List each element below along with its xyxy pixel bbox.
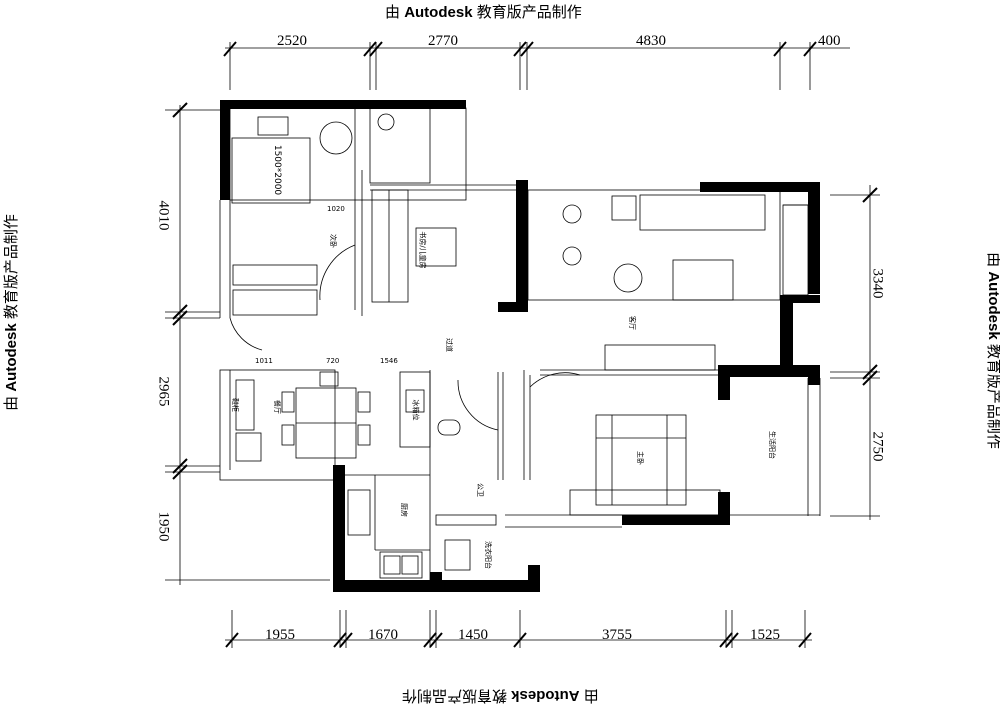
dim-inner-1011: 1011	[255, 357, 273, 365]
room-bathroom: 公卫	[476, 483, 484, 497]
dim-right-1: 3340	[869, 268, 886, 299]
room-living: 客厅	[628, 316, 636, 330]
dim-inner-1546: 1546	[380, 357, 398, 365]
watermark-right: 由 Autodesk 教育版产品制作	[984, 252, 1000, 449]
room-dining: 餐厅	[273, 400, 281, 414]
exterior-walls	[220, 100, 820, 592]
room-second-bedroom: 次卧	[329, 234, 337, 248]
fridge-note: 冰箱位	[411, 399, 420, 421]
room-master: 主卧	[636, 451, 644, 465]
dimension-lines	[165, 41, 880, 648]
dim-inner-720: 720	[326, 357, 340, 365]
dim-top-4: 400	[818, 33, 841, 49]
dim-top-2: 2770	[428, 33, 458, 49]
dim-left-3: 1950	[155, 511, 172, 542]
dim-left-2: 2965	[155, 376, 172, 407]
room-study: 书房/儿童房	[418, 231, 427, 269]
dim-bottom-4: 3755	[602, 627, 632, 643]
watermark-top: 由 Autodesk 教育版产品制作	[385, 4, 582, 21]
room-laundry: 洗衣阳台	[484, 541, 492, 569]
dim-bottom-2: 1670	[368, 627, 398, 643]
room-balcony: 生活阳台	[768, 431, 776, 459]
dim-right-2: 2750	[869, 431, 886, 462]
watermark-left: 由 Autodesk 教育版产品制作	[2, 214, 20, 411]
bed-size-label: 1500*2000	[272, 144, 283, 196]
dim-left-1: 4010	[155, 200, 172, 231]
dim-bottom-3: 1450	[458, 627, 488, 643]
dim-inner-1020: 1020	[327, 205, 345, 213]
shoe-cabinet-label: 鞋柜	[231, 398, 239, 412]
room-corridor: 过道	[445, 338, 453, 352]
room-kitchen: 厨房	[400, 503, 408, 517]
dim-top-3: 4830	[636, 33, 666, 49]
dim-bottom-1: 1955	[265, 627, 295, 643]
dim-top-1: 2520	[277, 33, 307, 49]
dim-bottom-5: 1525	[750, 627, 780, 643]
watermark-bottom: 由 Autodesk 教育版产品制作	[402, 687, 599, 704]
